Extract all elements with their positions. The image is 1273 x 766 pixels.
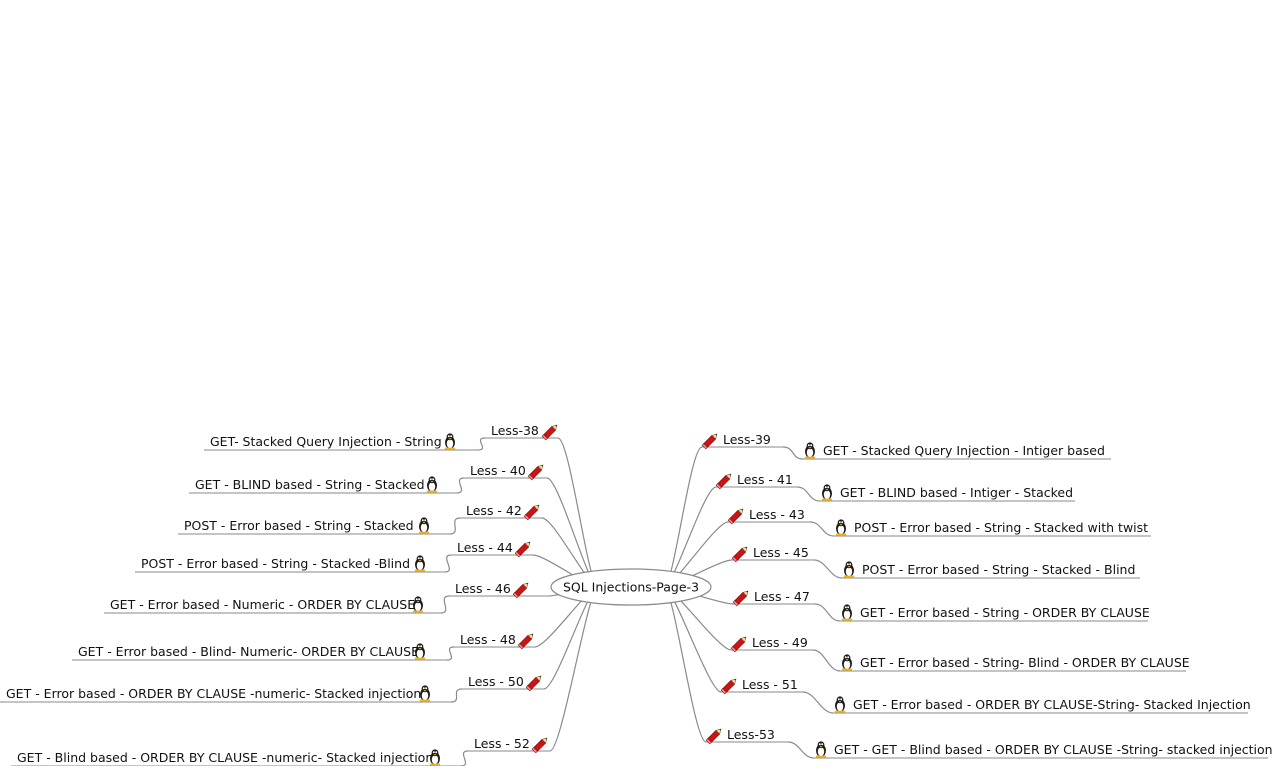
lesson-label-right[interactable]: Less-39 xyxy=(723,432,771,447)
tux-penguin-icon xyxy=(804,442,816,459)
topic-label-right[interactable]: POST - Error based - String - Stacked - … xyxy=(862,562,1135,577)
pencil-icon xyxy=(514,541,531,558)
edge-right xyxy=(663,446,703,588)
lesson-label-right[interactable]: Less - 49 xyxy=(752,635,808,650)
lesson-label-left[interactable]: Less - 48 xyxy=(460,632,516,647)
pencil-icon xyxy=(731,546,748,563)
topic-label-left[interactable]: POST - Error based - String - Stacked xyxy=(184,518,414,533)
topic-label-left[interactable]: GET- Stacked Query Injection - String xyxy=(210,434,442,449)
root-node-ellipse xyxy=(550,568,712,606)
edge-left xyxy=(557,437,599,588)
lesson-label-left[interactable]: Less - 44 xyxy=(457,540,513,555)
tux-penguin-icon xyxy=(412,596,424,613)
edge-right-child xyxy=(814,603,841,622)
pencil-icon xyxy=(730,636,747,653)
edge-left-child xyxy=(460,750,469,766)
tux-penguin-icon xyxy=(841,654,853,671)
edge-right-child xyxy=(796,486,821,502)
edge-left-child xyxy=(450,688,463,703)
tux-penguin-icon xyxy=(414,555,426,572)
pencil-icon xyxy=(715,473,732,490)
lesson-label-left[interactable]: Less - 52 xyxy=(474,736,530,751)
pencil-icon xyxy=(720,678,737,695)
edge-left-child xyxy=(449,517,461,535)
topic-label-left[interactable]: POST - Error based - String - Stacked -B… xyxy=(141,556,410,571)
topic-label-right[interactable]: POST - Error based - String - Stacked wi… xyxy=(854,520,1148,535)
edge-right-child xyxy=(813,559,843,579)
edge-right-child xyxy=(787,741,815,759)
topic-label-left[interactable]: GET - Blind based - ORDER BY CLAUSE -num… xyxy=(17,750,433,765)
lesson-label-right[interactable]: Less - 45 xyxy=(753,545,809,560)
edge-right-child xyxy=(802,691,834,714)
tux-penguin-icon xyxy=(418,517,430,534)
tux-penguin-icon xyxy=(419,685,431,702)
lesson-label-left[interactable]: Less - 46 xyxy=(455,581,511,596)
pencil-icon xyxy=(727,508,744,525)
topic-label-left[interactable]: GET - Error based - Blind- Numeric- ORDE… xyxy=(78,644,419,659)
topic-label-right[interactable]: GET - GET - Blind based - ORDER BY CLAUS… xyxy=(834,742,1273,757)
lesson-label-right[interactable]: Less - 47 xyxy=(754,589,810,604)
pencil-icon xyxy=(512,582,529,599)
tux-penguin-icon xyxy=(835,519,847,536)
edge-right xyxy=(663,586,707,743)
tux-penguin-icon xyxy=(821,484,833,501)
topic-label-right[interactable]: GET - Error based - String - ORDER BY CL… xyxy=(860,605,1150,620)
pencil-icon xyxy=(525,675,542,692)
lesson-label-left[interactable]: Less-38 xyxy=(491,423,539,438)
edge-left-child xyxy=(440,595,450,614)
tux-penguin-icon xyxy=(414,643,426,660)
pencil-icon xyxy=(732,590,749,607)
pencil-icon xyxy=(705,728,722,745)
lesson-label-right[interactable]: Less - 51 xyxy=(742,677,798,692)
tux-penguin-icon xyxy=(444,433,456,450)
edge-left-child xyxy=(477,437,486,451)
lesson-label-right[interactable]: Less - 41 xyxy=(737,472,793,487)
root-node[interactable]: SQL Injections-Page-3 xyxy=(550,568,712,606)
edge-left-child xyxy=(446,646,455,661)
edge-left-child xyxy=(444,554,452,573)
topic-label-right[interactable]: GET - BLIND based - Intiger - Stacked xyxy=(840,485,1073,500)
topic-label-right[interactable]: GET - Stacked Query Injection - Intiger … xyxy=(823,443,1105,458)
topic-label-left[interactable]: GET - Error based - Numeric - ORDER BY C… xyxy=(110,597,415,612)
edge-right-child xyxy=(809,521,835,537)
tux-penguin-icon xyxy=(834,696,846,713)
pencil-icon xyxy=(517,633,534,650)
topic-label-left[interactable]: GET - Error based - ORDER BY CLAUSE -num… xyxy=(6,686,421,701)
topic-label-left[interactable]: GET - BLIND based - String - Stacked xyxy=(195,477,425,492)
tux-penguin-icon xyxy=(426,476,438,493)
pencil-icon xyxy=(541,424,558,441)
pencil-icon xyxy=(527,464,544,481)
edge-left xyxy=(549,586,599,752)
root-node-label: SQL Injections-Page-3 xyxy=(563,580,699,595)
topic-label-right[interactable]: GET - Error based - ORDER BY CLAUSE-Stri… xyxy=(853,697,1251,712)
topic-label-right[interactable]: GET - Error based - String- Blind - ORDE… xyxy=(860,655,1190,670)
tux-penguin-icon xyxy=(841,604,853,621)
pencil-icon xyxy=(701,433,718,450)
tux-penguin-icon xyxy=(429,749,441,766)
edge-right-child xyxy=(812,649,841,672)
edge-right-child xyxy=(782,446,804,460)
edge-left-child xyxy=(456,477,465,494)
tux-penguin-icon xyxy=(843,561,855,578)
tux-penguin-icon xyxy=(815,741,827,758)
lesson-label-right[interactable]: Less - 43 xyxy=(749,507,805,522)
lesson-label-right[interactable]: Less-53 xyxy=(727,727,775,742)
lesson-label-left[interactable]: Less - 50 xyxy=(468,674,524,689)
pencil-icon xyxy=(523,504,540,521)
mindmap-edges xyxy=(0,437,1268,766)
lesson-label-left[interactable]: Less - 40 xyxy=(470,463,526,478)
lesson-label-left[interactable]: Less - 42 xyxy=(466,503,522,518)
pencil-icon xyxy=(531,737,548,754)
